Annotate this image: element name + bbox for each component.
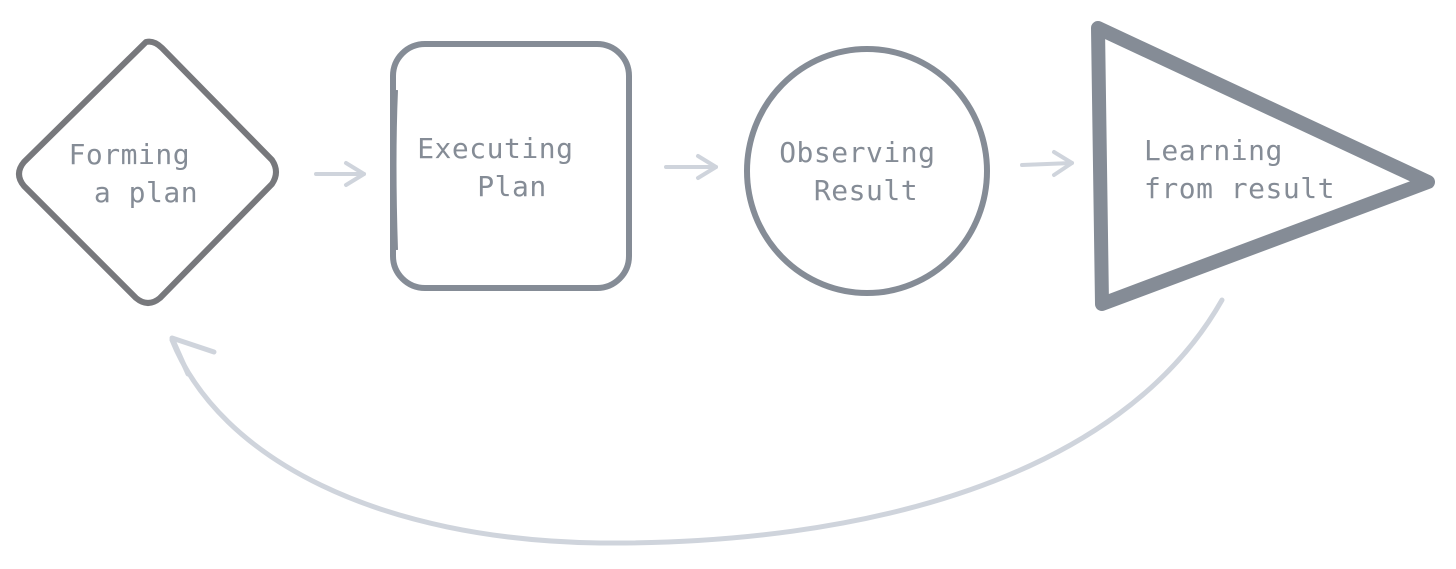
planning-label-line-1: Forming bbox=[69, 138, 191, 171]
arrow-executing-to-observing bbox=[664, 154, 718, 180]
planning-label: Forming a plan bbox=[69, 138, 208, 209]
executing-label-line-2: Plan bbox=[477, 170, 546, 203]
observing-label-line-1: Observing bbox=[779, 136, 935, 169]
executing-square-sketch-line bbox=[392, 89, 398, 251]
executing-square-shape[interactable] bbox=[390, 41, 632, 291]
observing-label: Observing Result bbox=[779, 136, 953, 207]
planning-diamond-shape[interactable] bbox=[16, 38, 279, 306]
learning-label-line-2: from result bbox=[1144, 172, 1335, 205]
planning-label-line-2: a plan bbox=[94, 176, 198, 209]
observing-circle-shape[interactable] bbox=[744, 46, 990, 296]
arrow-planning-to-executing bbox=[314, 161, 366, 187]
learning-triangle-shape[interactable] bbox=[1091, 21, 1435, 311]
observing-label-line-2: Result bbox=[814, 174, 918, 207]
executing-label-line-1: Executing bbox=[417, 132, 573, 165]
arrow-observing-to-learning bbox=[1020, 150, 1074, 177]
learning-label-line-1: Learning bbox=[1144, 134, 1283, 167]
executing-label: Executing Plan bbox=[417, 132, 591, 203]
learning-label: Learning from result bbox=[1144, 134, 1335, 205]
arrow-learning-to-planning bbox=[169, 297, 1225, 546]
